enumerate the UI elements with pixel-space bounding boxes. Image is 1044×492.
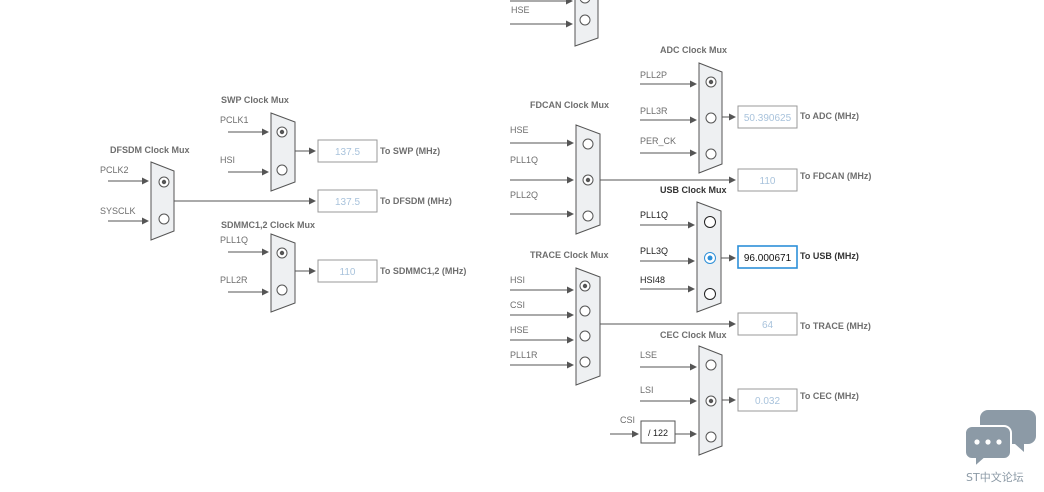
fdcan-input-pll1q-label: PLL1Q: [510, 155, 538, 165]
usb-select-pll1q[interactable]: [704, 216, 716, 228]
cec-input-lsi-label: LSI: [640, 385, 654, 395]
top-partial-mux: HSE: [510, 0, 599, 47]
top-mux-select-1[interactable]: [579, 0, 591, 4]
adc-input-per-ck-label: PER_CK: [640, 136, 676, 146]
fdcan-output-label: To FDCAN (MHz): [800, 171, 871, 181]
trace-input-hsi-label: HSI: [510, 275, 525, 285]
adc-input-pll3r-label: PLL3R: [640, 106, 668, 116]
trace-frequency-field[interactable]: [737, 312, 798, 336]
adc-output-label: To ADC (MHz): [800, 111, 859, 121]
cec-frequency-field[interactable]: [737, 388, 798, 412]
forum-logo-watermark: ST中文论坛: [964, 410, 1036, 484]
trace-mux-title: TRACE Clock Mux: [530, 250, 609, 260]
cec-input-csi-label: CSI: [620, 415, 635, 425]
sdmmc-mux-title: SDMMC1,2 Clock Mux: [221, 220, 315, 230]
dfsdm-select-sysclk[interactable]: [158, 213, 170, 225]
dfsdm-mux-title: DFSDM Clock Mux: [110, 145, 190, 155]
cec-frequency-value: 0.032: [755, 396, 780, 407]
usb-input-pll1q-label: PLL1Q: [640, 210, 668, 220]
swp-input-pclk1-label: PCLK1: [220, 115, 249, 125]
fdcan-clock-mux: FDCAN Clock Mux HSE PLL1Q PLL2Q 110 To F…: [510, 100, 871, 235]
cec-select-lse[interactable]: [705, 359, 717, 371]
adc-select-pll3r[interactable]: [705, 112, 717, 124]
usb-input-pll3q-label: PLL3Q: [640, 246, 668, 256]
adc-input-pll2p-label: PLL2P: [640, 70, 667, 80]
usb-mux-title: USB Clock Mux: [660, 185, 727, 195]
cec-mux-title: CEC Clock Mux: [660, 330, 727, 340]
trace-select-hse[interactable]: [579, 330, 591, 342]
usb-input-hsi48-label: HSI48: [640, 275, 665, 285]
adc-mux-title: ADC Clock Mux: [660, 45, 727, 55]
watermark-text: ST中文论坛: [966, 470, 1024, 484]
swp-frequency-value: 137.5: [335, 147, 360, 158]
sdmmc-output-label: To SDMMC1,2 (MHz): [380, 266, 466, 276]
usb-frequency-value: 96.000671: [744, 253, 792, 264]
cec-csi-divider-value: / 122: [648, 428, 668, 438]
usb-frequency-field[interactable]: [737, 245, 798, 269]
adc-select-per-ck[interactable]: [705, 148, 717, 160]
trace-input-csi-label: CSI: [510, 300, 525, 310]
chat-bubble-front-icon: [964, 425, 1012, 470]
top-mux-input-hse-label: HSE: [511, 5, 530, 15]
fdcan-input-hse-label: HSE: [510, 125, 529, 135]
fdcan-input-pll2q-label: PLL2Q: [510, 190, 538, 200]
sdmmc-input-pll1q-label: PLL1Q: [220, 235, 248, 245]
swp-clock-mux: SWP Clock Mux PCLK1 HSI 137.5 To SWP (MH…: [220, 95, 440, 192]
swp-frequency-field[interactable]: [317, 139, 378, 163]
trace-clock-mux: TRACE Clock Mux HSI CSI HSE PLL1R 64 To …: [510, 250, 871, 386]
sdmmc-clock-mux: SDMMC1,2 Clock Mux PLL1Q PLL2R 110 To SD…: [220, 220, 466, 313]
adc-frequency-value: 50.390625: [744, 113, 792, 124]
trace-frequency-value: 64: [762, 320, 774, 331]
sdmmc-select-pll2r[interactable]: [276, 284, 288, 296]
dfsdm-output-label: To DFSDM (MHz): [380, 196, 452, 206]
cec-input-lse-label: LSE: [640, 350, 657, 360]
trace-input-pll1r-label: PLL1R: [510, 350, 538, 360]
trace-select-csi[interactable]: [579, 305, 591, 317]
cec-output-label: To CEC (MHz): [800, 391, 859, 401]
dfsdm-input-sysclk-label: SYSCLK: [100, 206, 136, 216]
swp-output-label: To SWP (MHz): [380, 146, 440, 156]
sdmmc-frequency-field[interactable]: [317, 259, 378, 283]
dfsdm-input-pclk2-label: PCLK2: [100, 165, 129, 175]
dfsdm-frequency-field[interactable]: [317, 189, 378, 213]
adc-frequency-field[interactable]: [737, 105, 798, 129]
trace-output-label: To TRACE (MHz): [800, 321, 871, 331]
trace-input-hse-label: HSE: [510, 325, 529, 335]
usb-clock-mux: USB Clock Mux PLL1Q PLL3Q HSI48 96.00067…: [640, 185, 859, 313]
sdmmc-input-pll2r-label: PLL2R: [220, 275, 248, 285]
cec-select-csi[interactable]: [705, 431, 717, 443]
fdcan-mux-title: FDCAN Clock Mux: [530, 100, 609, 110]
usb-select-hsi48[interactable]: [704, 288, 716, 300]
fdcan-select-hse[interactable]: [582, 138, 594, 150]
cec-clock-mux: CEC Clock Mux LSE LSI CSI / 122 0.032 To…: [610, 330, 859, 456]
swp-select-hsi[interactable]: [276, 164, 288, 176]
sdmmc-frequency-value: 110: [340, 267, 356, 278]
fdcan-frequency-field[interactable]: [737, 168, 798, 192]
cec-csi-divider[interactable]: [640, 420, 676, 444]
adc-clock-mux: ADC Clock Mux PLL2P PLL3R PER_CK 50.3906…: [640, 45, 859, 174]
swp-mux-title: SWP Clock Mux: [221, 95, 289, 105]
top-mux-select-hse[interactable]: [579, 14, 591, 26]
dfsdm-clock-mux: DFSDM Clock Mux PCLK2 SYSCLK 137.5 To DF…: [100, 145, 452, 241]
fdcan-select-pll2q[interactable]: [582, 210, 594, 222]
trace-select-pll1r[interactable]: [579, 356, 591, 368]
fdcan-frequency-value: 110: [760, 176, 776, 187]
swp-input-hsi-label: HSI: [220, 155, 235, 165]
dfsdm-frequency-value: 137.5: [335, 197, 360, 208]
usb-output-label: To USB (MHz): [800, 251, 859, 261]
